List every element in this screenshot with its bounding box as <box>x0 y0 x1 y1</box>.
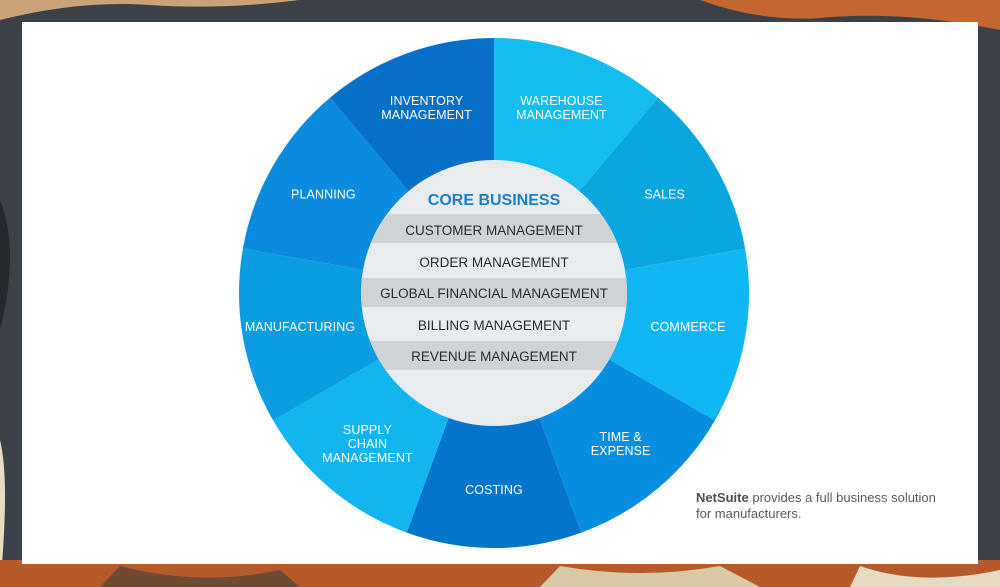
segment-label-sales: SALES <box>644 188 685 202</box>
core-business-title: CORE BUSINESS <box>428 192 561 209</box>
segment-label-planning: PLANNING <box>291 188 356 202</box>
caption: NetSuite provides a full business soluti… <box>696 490 946 522</box>
segment-label-time-expense: TIME &EXPENSE <box>591 430 651 458</box>
segment-label-manufacturing: MANUFACTURING <box>245 320 355 334</box>
core-row-band-3 <box>361 278 627 307</box>
core-row-customer-management: CUSTOMER MANAGEMENT <box>405 223 583 238</box>
caption-text: provides a full business solution for ma… <box>696 490 936 521</box>
segment-label-costing: COSTING <box>465 483 523 497</box>
core-row-band-1 <box>361 214 627 243</box>
core-row-global-financial-management: GLOBAL FINANCIAL MANAGEMENT <box>380 286 608 301</box>
caption-brand: NetSuite <box>696 490 749 505</box>
segment-label-commerce: COMMERCE <box>650 320 725 334</box>
core-row-order-management: ORDER MANAGEMENT <box>419 255 568 270</box>
core-row-billing-management: BILLING MANAGEMENT <box>418 318 570 333</box>
core-row-band-5 <box>361 341 627 370</box>
core-row-revenue-management: REVENUE MANAGEMENT <box>411 349 577 364</box>
